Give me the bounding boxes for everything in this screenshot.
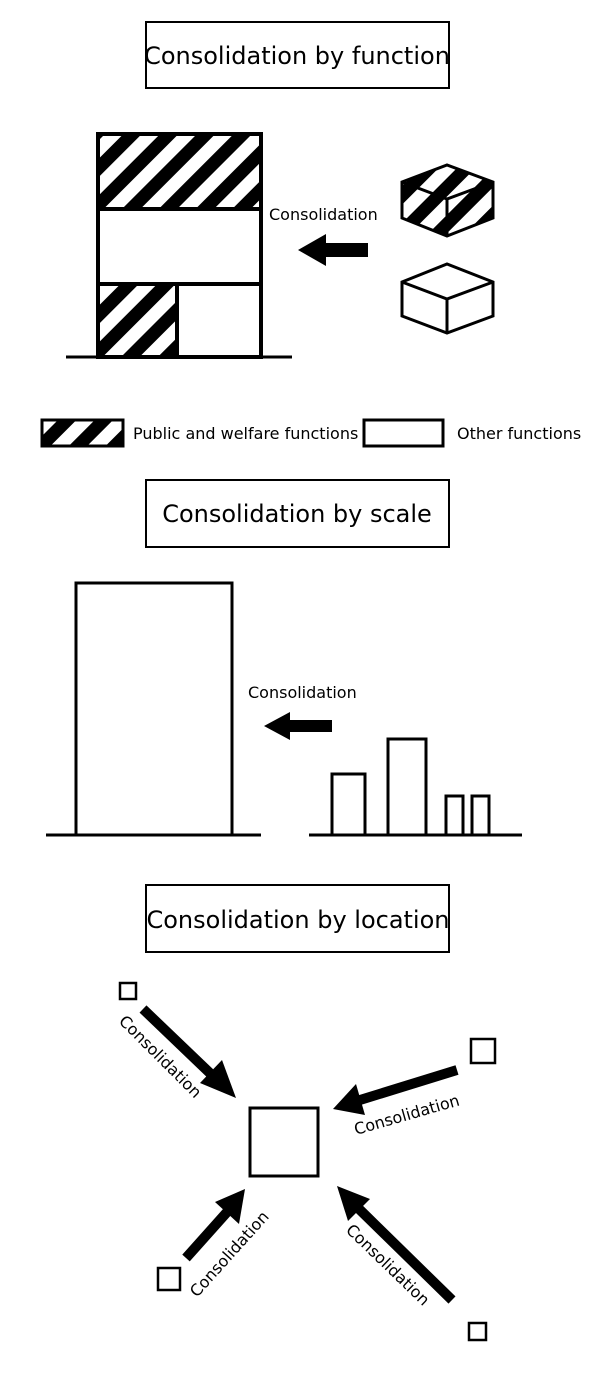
large-building (74, 581, 234, 837)
small-facility-top-right (469, 1037, 497, 1065)
legend-public-label: Public and welfare functions (133, 424, 358, 443)
small-facility-bottom-left (156, 1266, 182, 1292)
section-function: Consolidation by function Consolidation (66, 21, 495, 359)
other-function-cube (400, 262, 495, 335)
scale-title: Consolidation by scale (162, 500, 432, 528)
arrow-bottom-right-icon (337, 1186, 456, 1304)
building-bottom-left-public (98, 284, 177, 357)
small-building (386, 737, 428, 837)
function-arrow-label: Consolidation (269, 205, 378, 224)
function-title-box (145, 21, 450, 89)
consolidated-building (66, 132, 292, 359)
small-building (330, 772, 367, 837)
scale-arrow-label: Consolidation (248, 683, 357, 702)
small-buildings (309, 737, 522, 837)
small-facility-top-left (118, 981, 138, 1001)
legend-other-label: Other functions (457, 424, 581, 443)
legend-other-swatch (362, 418, 445, 448)
small-building (444, 794, 465, 837)
building-top-floor-public (98, 134, 261, 209)
arrow-left-icon (298, 234, 368, 266)
arrow-left-icon (264, 712, 332, 740)
location-arrow-label-bottom-left: Consolidation (186, 1207, 273, 1301)
arrow-top-left-icon (139, 1005, 236, 1098)
section-scale: Consolidation by scale Consolidation (46, 479, 522, 837)
arrow-top-right-icon (333, 1065, 459, 1115)
central-facility (248, 1106, 320, 1178)
function-title: Consolidation by function (144, 42, 450, 70)
scale-title-box (145, 479, 450, 548)
location-title: Consolidation by location (146, 906, 449, 934)
legend: Public and welfare functions Other funct… (40, 418, 581, 448)
arrow-bottom-left-icon (182, 1189, 245, 1262)
location-title-box (145, 884, 450, 953)
public-function-cube (400, 163, 495, 238)
small-building (470, 794, 491, 837)
section-location: Consolidation by location Consolidation … (115, 884, 497, 1342)
legend-public-swatch (42, 420, 123, 446)
small-facility-bottom-right (467, 1321, 488, 1342)
